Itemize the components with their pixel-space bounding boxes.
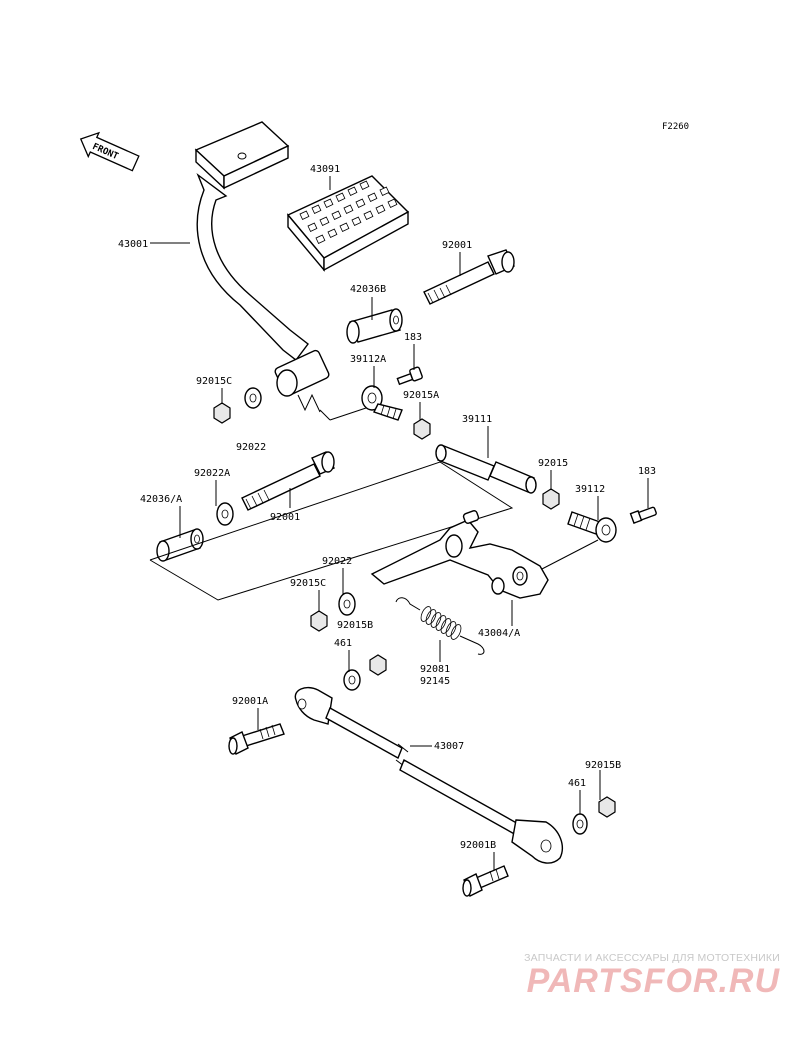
bolt-183-right	[629, 506, 657, 524]
bolt-183-top	[396, 366, 423, 386]
watermark-logo: PARTSFOR.RU	[526, 962, 780, 1000]
label-92081: 92081	[420, 664, 450, 675]
label-92015: 92015	[538, 458, 568, 469]
label-92001b: 92001B	[460, 840, 496, 851]
washer-92022a-hole	[221, 509, 229, 519]
label-39112: 39112	[575, 484, 605, 495]
bolt-92001b	[462, 865, 509, 897]
label-43004a: 43004/A	[478, 628, 520, 639]
collar-42036b	[346, 308, 403, 344]
washer-461-low-hole	[576, 819, 584, 829]
nut-92015a	[413, 418, 431, 440]
pedal-rubber	[286, 175, 410, 272]
brake-pedal-lever	[194, 121, 367, 421]
nut-92015	[542, 488, 560, 510]
spring-92081	[395, 597, 485, 655]
washer-92022-top-hole	[249, 393, 257, 403]
leader-lines	[150, 176, 649, 870]
label-42036b: 42036B	[350, 284, 386, 295]
watermark: ЗАПЧАСТИ И АКСЕССУАРЫ ДЛЯ МОТОТЕХНИКИ PA…	[524, 952, 780, 1001]
label-92015b-low: 92015B	[585, 760, 621, 771]
label-92015c-top: 92015C	[196, 376, 232, 387]
bolt-92001-top	[423, 249, 515, 305]
label-43091: 43091	[310, 164, 340, 175]
leader-rod-end	[539, 539, 599, 571]
watermark-caption: ЗАПЧАСТИ И АКСЕССУАРЫ ДЛЯ МОТОТЕХНИКИ	[524, 952, 780, 964]
nut-92015c-mid	[310, 610, 328, 632]
rod-end-39112a	[361, 385, 403, 421]
pin-39111	[435, 444, 537, 494]
label-92015b-mid: 92015B	[337, 620, 373, 631]
label-92022-top: 92022	[236, 442, 266, 453]
rod-end-39112	[567, 511, 617, 543]
assembly-leader-lines	[149, 461, 514, 601]
label-92015c-mid: 92015C	[290, 578, 326, 589]
label-39111: 39111	[462, 414, 492, 425]
washer-92022-mid-hole	[343, 599, 351, 609]
label-43007: 43007	[434, 741, 464, 752]
washer-461-mid-hole	[348, 675, 356, 685]
label-92015a: 92015A	[403, 390, 439, 401]
label-92022-mid: 92022	[322, 556, 352, 567]
brake-rod-43007	[294, 686, 564, 864]
bolt-92001-mid	[241, 451, 335, 511]
label-92022a: 92022A	[194, 468, 230, 479]
nut-92015b-mid	[369, 654, 387, 676]
label-42036a: 42036/A	[140, 494, 182, 505]
label-92001-top: 92001	[442, 240, 472, 251]
label-43001: 43001	[118, 239, 148, 250]
label-92001a: 92001A	[232, 696, 268, 707]
label-461-low: 461	[568, 778, 586, 789]
label-183-top: 183	[404, 332, 422, 343]
nut-92015c-top	[213, 402, 231, 424]
link-plate-43004a	[370, 510, 549, 599]
label-183-right: 183	[638, 466, 656, 477]
front-arrow-icon: FRONT	[79, 131, 140, 172]
bolt-92001a	[228, 723, 285, 755]
nut-92015b-low	[598, 796, 616, 818]
label-39112a: 39112A	[350, 354, 386, 365]
label-92001-mid: 92001	[270, 512, 300, 523]
figure-code: F2260	[662, 122, 689, 132]
collar-42036a	[156, 528, 204, 562]
label-461-mid: 461	[334, 638, 352, 649]
label-92145: 92145	[420, 676, 450, 687]
